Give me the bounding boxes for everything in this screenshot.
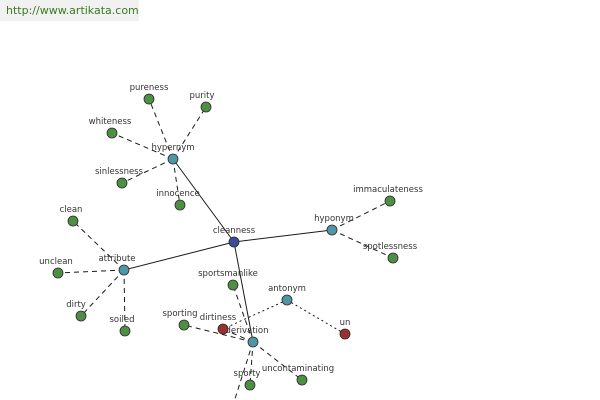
node-dirtiness[interactable]: dirtiness <box>200 313 237 335</box>
node-dirty[interactable]: dirty <box>66 300 87 322</box>
edge-attribute-clean <box>72 220 125 271</box>
node-un[interactable]: un <box>339 318 351 340</box>
node-antonym[interactable]: antonym <box>268 284 306 306</box>
node-cleanness-label: cleanness <box>213 226 256 236</box>
node-immaculateness-label: immaculateness <box>353 185 423 195</box>
node-clean-dot[interactable] <box>67 215 79 227</box>
node-clean[interactable]: clean <box>60 205 83 227</box>
node-pureness-label: pureness <box>130 83 169 93</box>
node-sportsmanlike-label: sportsmanlike <box>198 269 258 279</box>
edge-cleanness-hyponym <box>233 229 333 243</box>
node-spotlessness[interactable]: spotlessness <box>363 242 418 264</box>
node-innocence-dot[interactable] <box>174 199 186 211</box>
edge-derivation-sporting <box>183 324 254 343</box>
node-immaculateness[interactable]: immaculateness <box>353 185 423 207</box>
node-sporty-label: sporty <box>234 369 261 379</box>
node-derivation[interactable]: derivation <box>225 326 269 348</box>
node-sinlessness-dot[interactable] <box>116 177 128 189</box>
node-sinlessness[interactable]: sinlessness <box>95 167 144 189</box>
node-unclean-label: unclean <box>39 257 73 267</box>
node-hypernym-dot[interactable] <box>167 153 179 165</box>
node-sporty[interactable]: sporty <box>234 369 261 391</box>
node-purity-dot[interactable] <box>200 101 212 113</box>
edge-cleanness-attribute <box>123 241 235 271</box>
node-whiteness[interactable]: whiteness <box>89 117 132 139</box>
edges-layer <box>57 98 394 400</box>
node-sporty-dot[interactable] <box>244 379 256 391</box>
node-un-label: un <box>340 318 351 328</box>
node-whiteness-label: whiteness <box>89 117 132 127</box>
edge-hypernym-whiteness <box>111 132 174 160</box>
node-whiteness-dot[interactable] <box>106 127 118 139</box>
node-uncontaminating-label: uncontaminating <box>262 364 334 374</box>
node-dirtiness-dot[interactable] <box>217 323 229 335</box>
edge-hypernym-pureness <box>148 98 174 160</box>
node-antonym-dot[interactable] <box>281 294 293 306</box>
edge-hyponym-spotlessness <box>331 229 394 259</box>
node-sportsmanlike[interactable]: sportsmanlike <box>198 269 258 291</box>
edge-hypernym-innocence <box>172 158 181 206</box>
node-hypernym-label: hypernym <box>151 143 194 153</box>
node-sinlessness-label: sinlessness <box>95 167 144 177</box>
node-sportsmanlike-dot[interactable] <box>227 279 239 291</box>
node-hypernym[interactable]: hypernym <box>151 143 195 165</box>
node-purity[interactable]: purity <box>189 91 215 113</box>
edge-attribute-dirty <box>80 269 125 317</box>
edge-hyponym-immaculateness <box>331 200 391 231</box>
node-unclean[interactable]: unclean <box>39 257 73 279</box>
node-sporting-label: sporting <box>163 309 198 319</box>
edge-derivation-sportsmanlike <box>232 284 254 343</box>
edge-cleanness-derivation <box>233 241 254 343</box>
node-sporting-dot[interactable] <box>178 319 190 331</box>
edge-attribute-soiled <box>123 269 126 332</box>
node-cleanness-dot[interactable] <box>228 236 240 248</box>
node-unclean-dot[interactable] <box>52 267 64 279</box>
node-soiled[interactable]: soiled <box>110 315 135 337</box>
node-hyponym[interactable]: hyponym <box>314 214 354 236</box>
node-hyponym-dot[interactable] <box>326 224 338 236</box>
node-dirty-label: dirty <box>66 300 86 310</box>
node-antonym-label: antonym <box>268 284 306 294</box>
nodes-layer: cleanness hypernym hyponym attribute antonym… <box>39 83 423 391</box>
edge-attribute-unclean <box>57 269 125 274</box>
node-attribute-dot[interactable] <box>118 264 130 276</box>
node-soiled-label: soiled <box>110 315 135 325</box>
node-innocence-label: innocence <box>156 189 200 199</box>
node-derivation-label: derivation <box>225 326 268 336</box>
node-attribute-label: attribute <box>98 254 135 264</box>
edge-derivation-offscreen <box>234 341 254 400</box>
edge-hypernym-purity <box>172 106 207 160</box>
edge-antonym-un <box>286 299 346 335</box>
node-clean-label: clean <box>60 205 83 215</box>
node-un-dot[interactable] <box>339 328 351 340</box>
edge-antonym-dirtiness <box>222 299 288 330</box>
node-sporting[interactable]: sporting <box>163 309 198 331</box>
node-soiled-dot[interactable] <box>119 325 131 337</box>
node-uncontaminating-dot[interactable] <box>296 374 308 386</box>
node-immaculateness-dot[interactable] <box>384 195 396 207</box>
source-url-link[interactable]: http://www.artikata.com <box>0 0 139 21</box>
node-attribute[interactable]: attribute <box>98 254 136 276</box>
node-uncontaminating[interactable]: uncontaminating <box>262 364 334 386</box>
node-pureness[interactable]: pureness <box>130 83 169 105</box>
node-pureness-dot[interactable] <box>143 93 155 105</box>
node-spotlessness-dot[interactable] <box>387 252 399 264</box>
node-spotlessness-label: spotlessness <box>363 242 418 252</box>
node-dirtiness-label: dirtiness <box>200 313 237 323</box>
edge-derivation-uncontaminating <box>252 341 303 381</box>
node-dirty-dot[interactable] <box>75 310 87 322</box>
node-cleanness[interactable]: cleanness <box>213 226 256 248</box>
edge-derivation-sporty <box>249 341 254 386</box>
edge-derivation-dirtiness <box>222 328 254 343</box>
node-hyponym-label: hyponym <box>314 214 354 224</box>
edge-hypernym-sinlessness <box>121 158 174 184</box>
edge-cleanness-hypernym <box>172 158 235 243</box>
node-innocence[interactable]: innocence <box>156 189 200 211</box>
node-purity-label: purity <box>189 91 214 101</box>
node-derivation-dot[interactable] <box>247 336 259 348</box>
